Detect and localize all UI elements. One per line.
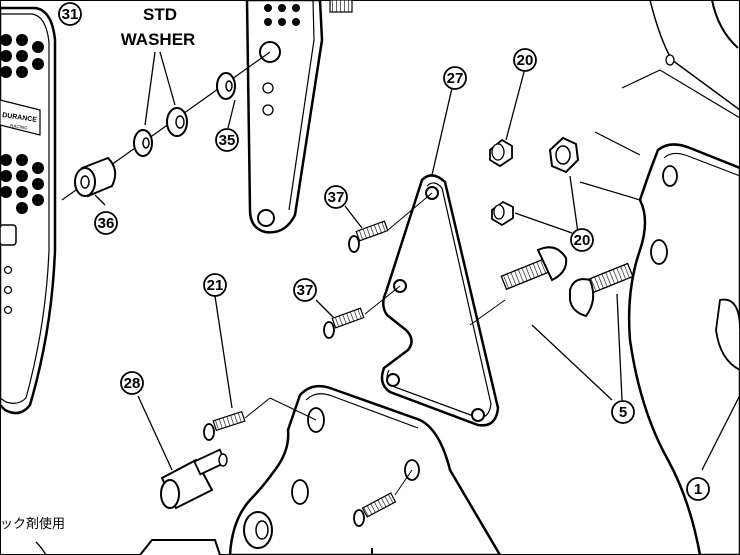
svg-text:35: 35 [219, 132, 236, 149]
svg-text:36: 36 [98, 215, 115, 232]
washer-label: WASHER [121, 30, 196, 49]
callout-31: 31 [58, 2, 82, 26]
top-right-frame [579, 0, 740, 201]
leader-lines [35, 51, 740, 555]
svg-text:28: 28 [124, 375, 141, 392]
callout-5: 5 [611, 400, 635, 424]
flange-nut-20b [491, 200, 514, 227]
svg-text:20: 20 [517, 52, 534, 69]
svg-text:37: 37 [297, 282, 314, 299]
svg-text:1: 1 [694, 481, 702, 498]
threadlock-note: ック剤使用 [0, 516, 65, 532]
svg-text:27: 27 [447, 70, 464, 87]
flange-nut-20a [489, 138, 513, 168]
bolt-37a [348, 192, 433, 253]
callout-27: 27 [443, 66, 467, 90]
callout-28: 28 [120, 371, 144, 395]
svg-text:RACING: RACING [10, 123, 29, 130]
washer-35b [166, 107, 188, 137]
lower-bolt [353, 469, 413, 555]
bolt-21 [203, 397, 317, 441]
callout-37-top: 37 [324, 185, 348, 209]
washer-small [216, 72, 236, 100]
bolt-5b [569, 262, 634, 318]
svg-text:20: 20 [574, 232, 591, 249]
washer-35a [133, 129, 153, 157]
callout-37-bottom: 37 [293, 278, 317, 302]
bolt-37b [323, 285, 401, 339]
callout-36: 36 [94, 211, 118, 235]
pedal-arm [245, 0, 353, 234]
base-plate-1 [627, 143, 740, 555]
svg-text:31: 31 [62, 6, 79, 23]
stud-28 [160, 448, 228, 510]
bracket-27 [380, 174, 500, 427]
callout-1: 1 [686, 477, 710, 501]
callout-35: 35 [215, 128, 239, 152]
callout-21: 21 [203, 273, 227, 297]
pedal-grip-holes [0, 34, 44, 214]
svg-text:37: 37 [328, 189, 345, 206]
callout-20-right: 20 [570, 228, 594, 252]
std-label: STD [143, 5, 177, 24]
svg-text:DURANCE: DURANCE [2, 112, 38, 124]
spacer-and-washers [61, 51, 271, 201]
svg-text:5: 5 [619, 404, 627, 421]
lower-plate [139, 384, 502, 555]
callout-20-top: 20 [513, 48, 537, 72]
spacer-36 [74, 156, 117, 198]
pedal-plate: DURANCE RACING [0, 6, 57, 415]
brand-logo: DURANCE RACING [0, 99, 41, 136]
svg-text:21: 21 [207, 277, 224, 294]
bolt-5a [469, 246, 568, 326]
flange-nut-20c [548, 136, 580, 174]
